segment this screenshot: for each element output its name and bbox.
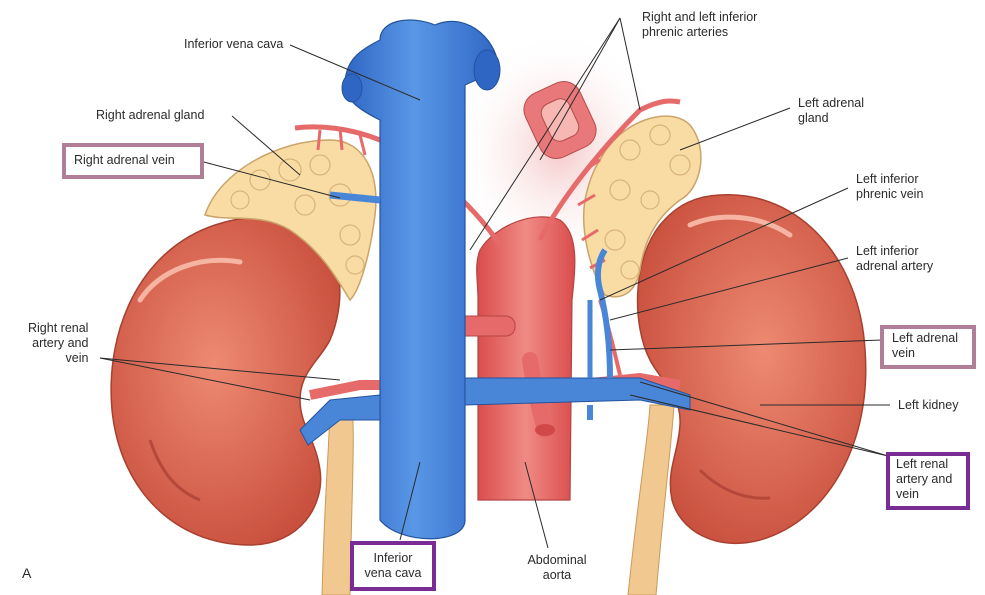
- label-left-inferior-phrenic-vein: Left inferior phrenic vein: [856, 172, 923, 202]
- label-phrenic-arteries: Right and left inferior phrenic arteries: [642, 10, 757, 40]
- label-left-adrenal-gland: Left adrenal gland: [798, 96, 864, 126]
- label-abdominal-aorta: Abdominal aorta: [520, 553, 594, 583]
- label-left-kidney: Left kidney: [898, 398, 958, 413]
- label-right-adrenal-gland: Right adrenal gland: [96, 108, 204, 123]
- label-right-adrenal-vein: Right adrenal vein: [74, 153, 175, 168]
- right-kidney: [111, 218, 340, 545]
- left-kidney: [638, 195, 866, 544]
- label-left-inferior-adrenal-artery: Left inferior adrenal artery: [856, 244, 933, 274]
- hepatic-vein-end: [342, 74, 362, 102]
- label-left-renal-artery-vein: Left renal artery and vein: [896, 457, 952, 502]
- figure-letter: A: [22, 566, 31, 581]
- label-inferior-vena-cava-bottom: Inferior vena cava: [362, 551, 424, 581]
- label-right-renal-artery-vein: Right renal artery and vein: [28, 321, 88, 366]
- label-inferior-vena-cava-top: Inferior vena cava: [184, 37, 283, 52]
- ivc-cut-end: [474, 50, 500, 90]
- mesenteric-stump: [535, 424, 555, 436]
- left-ureter: [628, 405, 674, 595]
- label-left-adrenal-vein: Left adrenal vein: [892, 331, 958, 361]
